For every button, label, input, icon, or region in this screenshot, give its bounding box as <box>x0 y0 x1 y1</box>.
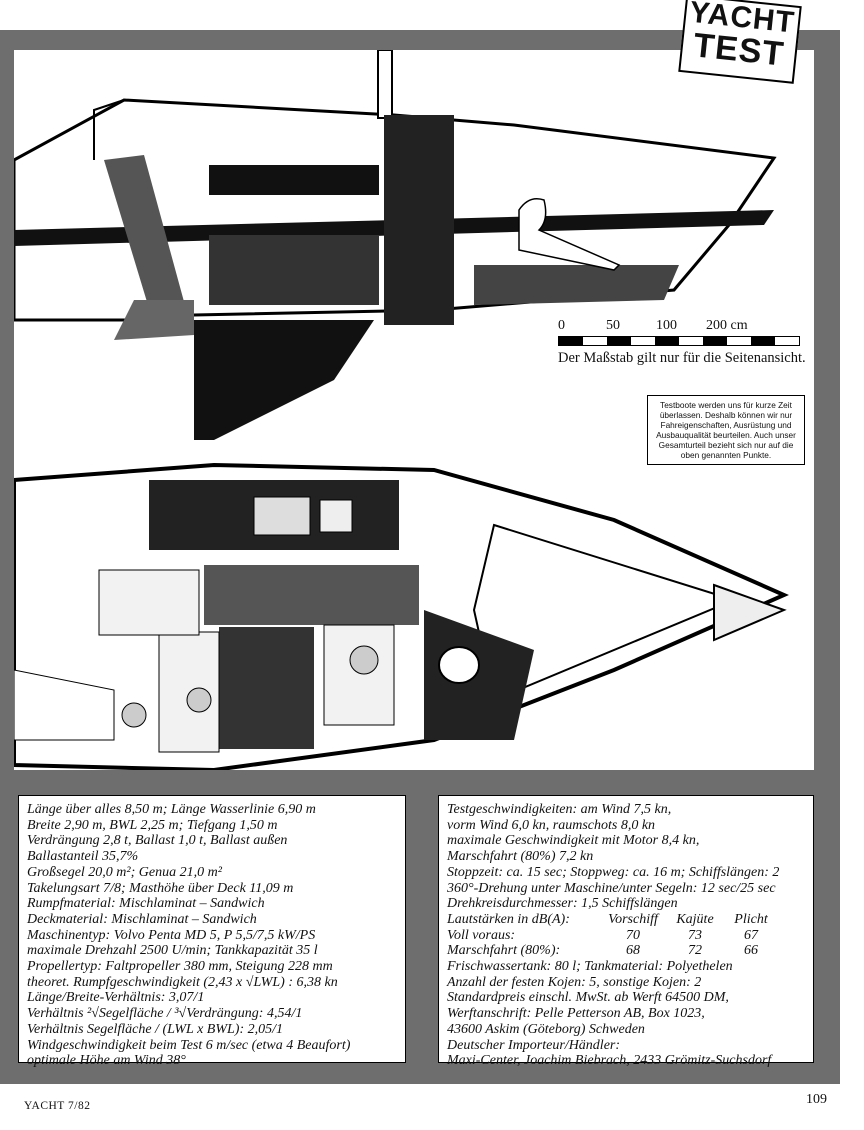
spec-line: Testgeschwindigkeiten: am Wind 7,5 kn, <box>447 802 672 817</box>
badge-line-2: TEST <box>691 26 787 74</box>
sound-table-row: Voll voraus: 70 73 67 <box>447 928 805 944</box>
sound-cell: 68 <box>626 943 640 959</box>
spec-line: Deutscher Importeur/Händler: <box>447 1037 621 1053</box>
spec-line: vorm Wind 6,0 kn, raumschots 8,0 kn <box>447 817 656 833</box>
spec-line: Breite 2,90 m, BWL 2,25 m; Tiefgang 1,50… <box>27 817 278 833</box>
spec-line: Takelungsart 7/8; Masthöhe über Deck 11,… <box>27 880 294 896</box>
sound-cell: 66 <box>744 943 758 959</box>
sound-header-vorschiff: Vorschiff <box>608 911 658 927</box>
spec-line: 43600 Askim (Göteborg) Schweden <box>447 1021 645 1037</box>
spec-line: Verdrängung 2,8 t, Ballast 1,0 t, Ballas… <box>27 833 288 849</box>
yacht-drawings <box>14 50 789 770</box>
spec-line: Länge über alles 8,50 m; Länge Wasserlin… <box>27 802 316 817</box>
spec-line: Stoppzeit: ca. 15 sec; Stoppweg: ca. 16 … <box>447 864 780 880</box>
specs-left-panel: Länge über alles 8,50 m; Länge Wasserlin… <box>18 795 406 1068</box>
sound-table-header: Lautstärken in dB(A): Vorschiff Kajüte P… <box>447 912 805 928</box>
spec-line: theoret. Rumpfgeschwindigkeit (2,43 x √L… <box>27 974 338 990</box>
sound-cell: 67 <box>744 927 758 943</box>
plan-view-drawing <box>14 462 789 770</box>
spec-line: Frischwassertank: 80 l; Tankmaterial: Po… <box>447 959 733 975</box>
scale-label-0: 0 <box>558 318 565 333</box>
sound-cell: Voll voraus: <box>447 927 516 943</box>
scale-bar <box>558 336 800 346</box>
spec-line: Anzahl der festen Kojen: 5, sonstige Koj… <box>447 974 702 990</box>
spec-line: optimale Höhe am Wind 38° <box>27 1053 186 1069</box>
side-view-drawing <box>14 50 777 440</box>
scale-label-100: 100 <box>656 318 677 333</box>
spec-line: Werftanschrift: Pelle Petterson AB, Box … <box>447 1006 705 1022</box>
sound-cell: 72 <box>688 943 702 959</box>
spec-line: 360°-Drehung unter Maschine/unter Segeln… <box>447 880 776 896</box>
spec-line: Standardpreis einschl. MwSt. ab Werft 64… <box>447 990 729 1006</box>
sound-header-kajuete: Kajüte <box>676 911 714 927</box>
scale-label-50: 50 <box>606 318 620 333</box>
spec-line: Drehkreisdurchmesser: 1,5 Schiffslängen <box>447 896 678 912</box>
sound-header-plicht: Plicht <box>734 911 768 927</box>
sound-header-label: Lautstärken in dB(A): <box>447 911 570 927</box>
spec-line: Windgeschwindigkeit beim Test 6 m/sec (e… <box>27 1037 351 1053</box>
spec-line: Deckmaterial: Mischlaminat – Sandwich <box>27 911 257 927</box>
test-note-box: Testboote werden uns für kurze Zeit über… <box>647 395 805 465</box>
spec-line: Rumpfmaterial: Mischlaminat – Sandwich <box>27 896 265 912</box>
spec-line: Verhältnis ²√Segelfläche / ³√Verdrängung… <box>27 1006 303 1022</box>
spec-line: Großsegel 20,0 m²; Genua 21,0 m² <box>27 864 222 880</box>
spec-line: Marschfahrt (80%) 7,2 kn <box>447 849 594 865</box>
spec-line: Maschinentyp: Volvo Penta MD 5, P 5,5/7,… <box>27 927 316 943</box>
scale-labels: 0 50 100 200 cm <box>558 318 808 334</box>
scale-note: Der Maßstab gilt nur für die Seitenansic… <box>558 350 806 366</box>
spec-line: Verhältnis Segelfläche / (LWL x BWL): 2,… <box>27 1021 283 1037</box>
spec-line: Länge/Breite-Verhältnis: 3,07/1 <box>27 990 205 1006</box>
sound-cell: Marschfahrt (80%): <box>447 943 561 959</box>
specs-right-panel: Testgeschwindigkeiten: am Wind 7,5 kn, v… <box>438 795 814 1068</box>
spec-line: Ballastanteil 35,7% <box>27 849 139 865</box>
scale-bar-legend: 0 50 100 200 cm Der Maßstab gilt nur für… <box>558 318 808 367</box>
sound-cell: 70 <box>626 927 640 943</box>
spec-line: maximale Drehzahl 2500 U/min; Tankkapazi… <box>27 943 318 959</box>
scale-label-200: 200 cm <box>706 318 748 333</box>
spec-line: Propellertyp: Faltpropeller 380 mm, Stei… <box>27 959 333 975</box>
sound-cell: 73 <box>688 927 702 943</box>
page-number: 109 <box>806 1092 827 1107</box>
spec-line: maximale Geschwindigkeit mit Motor 8,4 k… <box>447 833 700 849</box>
sound-table-row: Marschfahrt (80%): 68 72 66 <box>447 943 805 959</box>
yacht-test-badge: YACHT TEST <box>678 0 802 84</box>
footer-issue: YACHT 7/82 <box>24 1100 91 1112</box>
spec-line: Maxi-Center, Joachim Biebrach, 2433 Gröm… <box>447 1053 772 1069</box>
